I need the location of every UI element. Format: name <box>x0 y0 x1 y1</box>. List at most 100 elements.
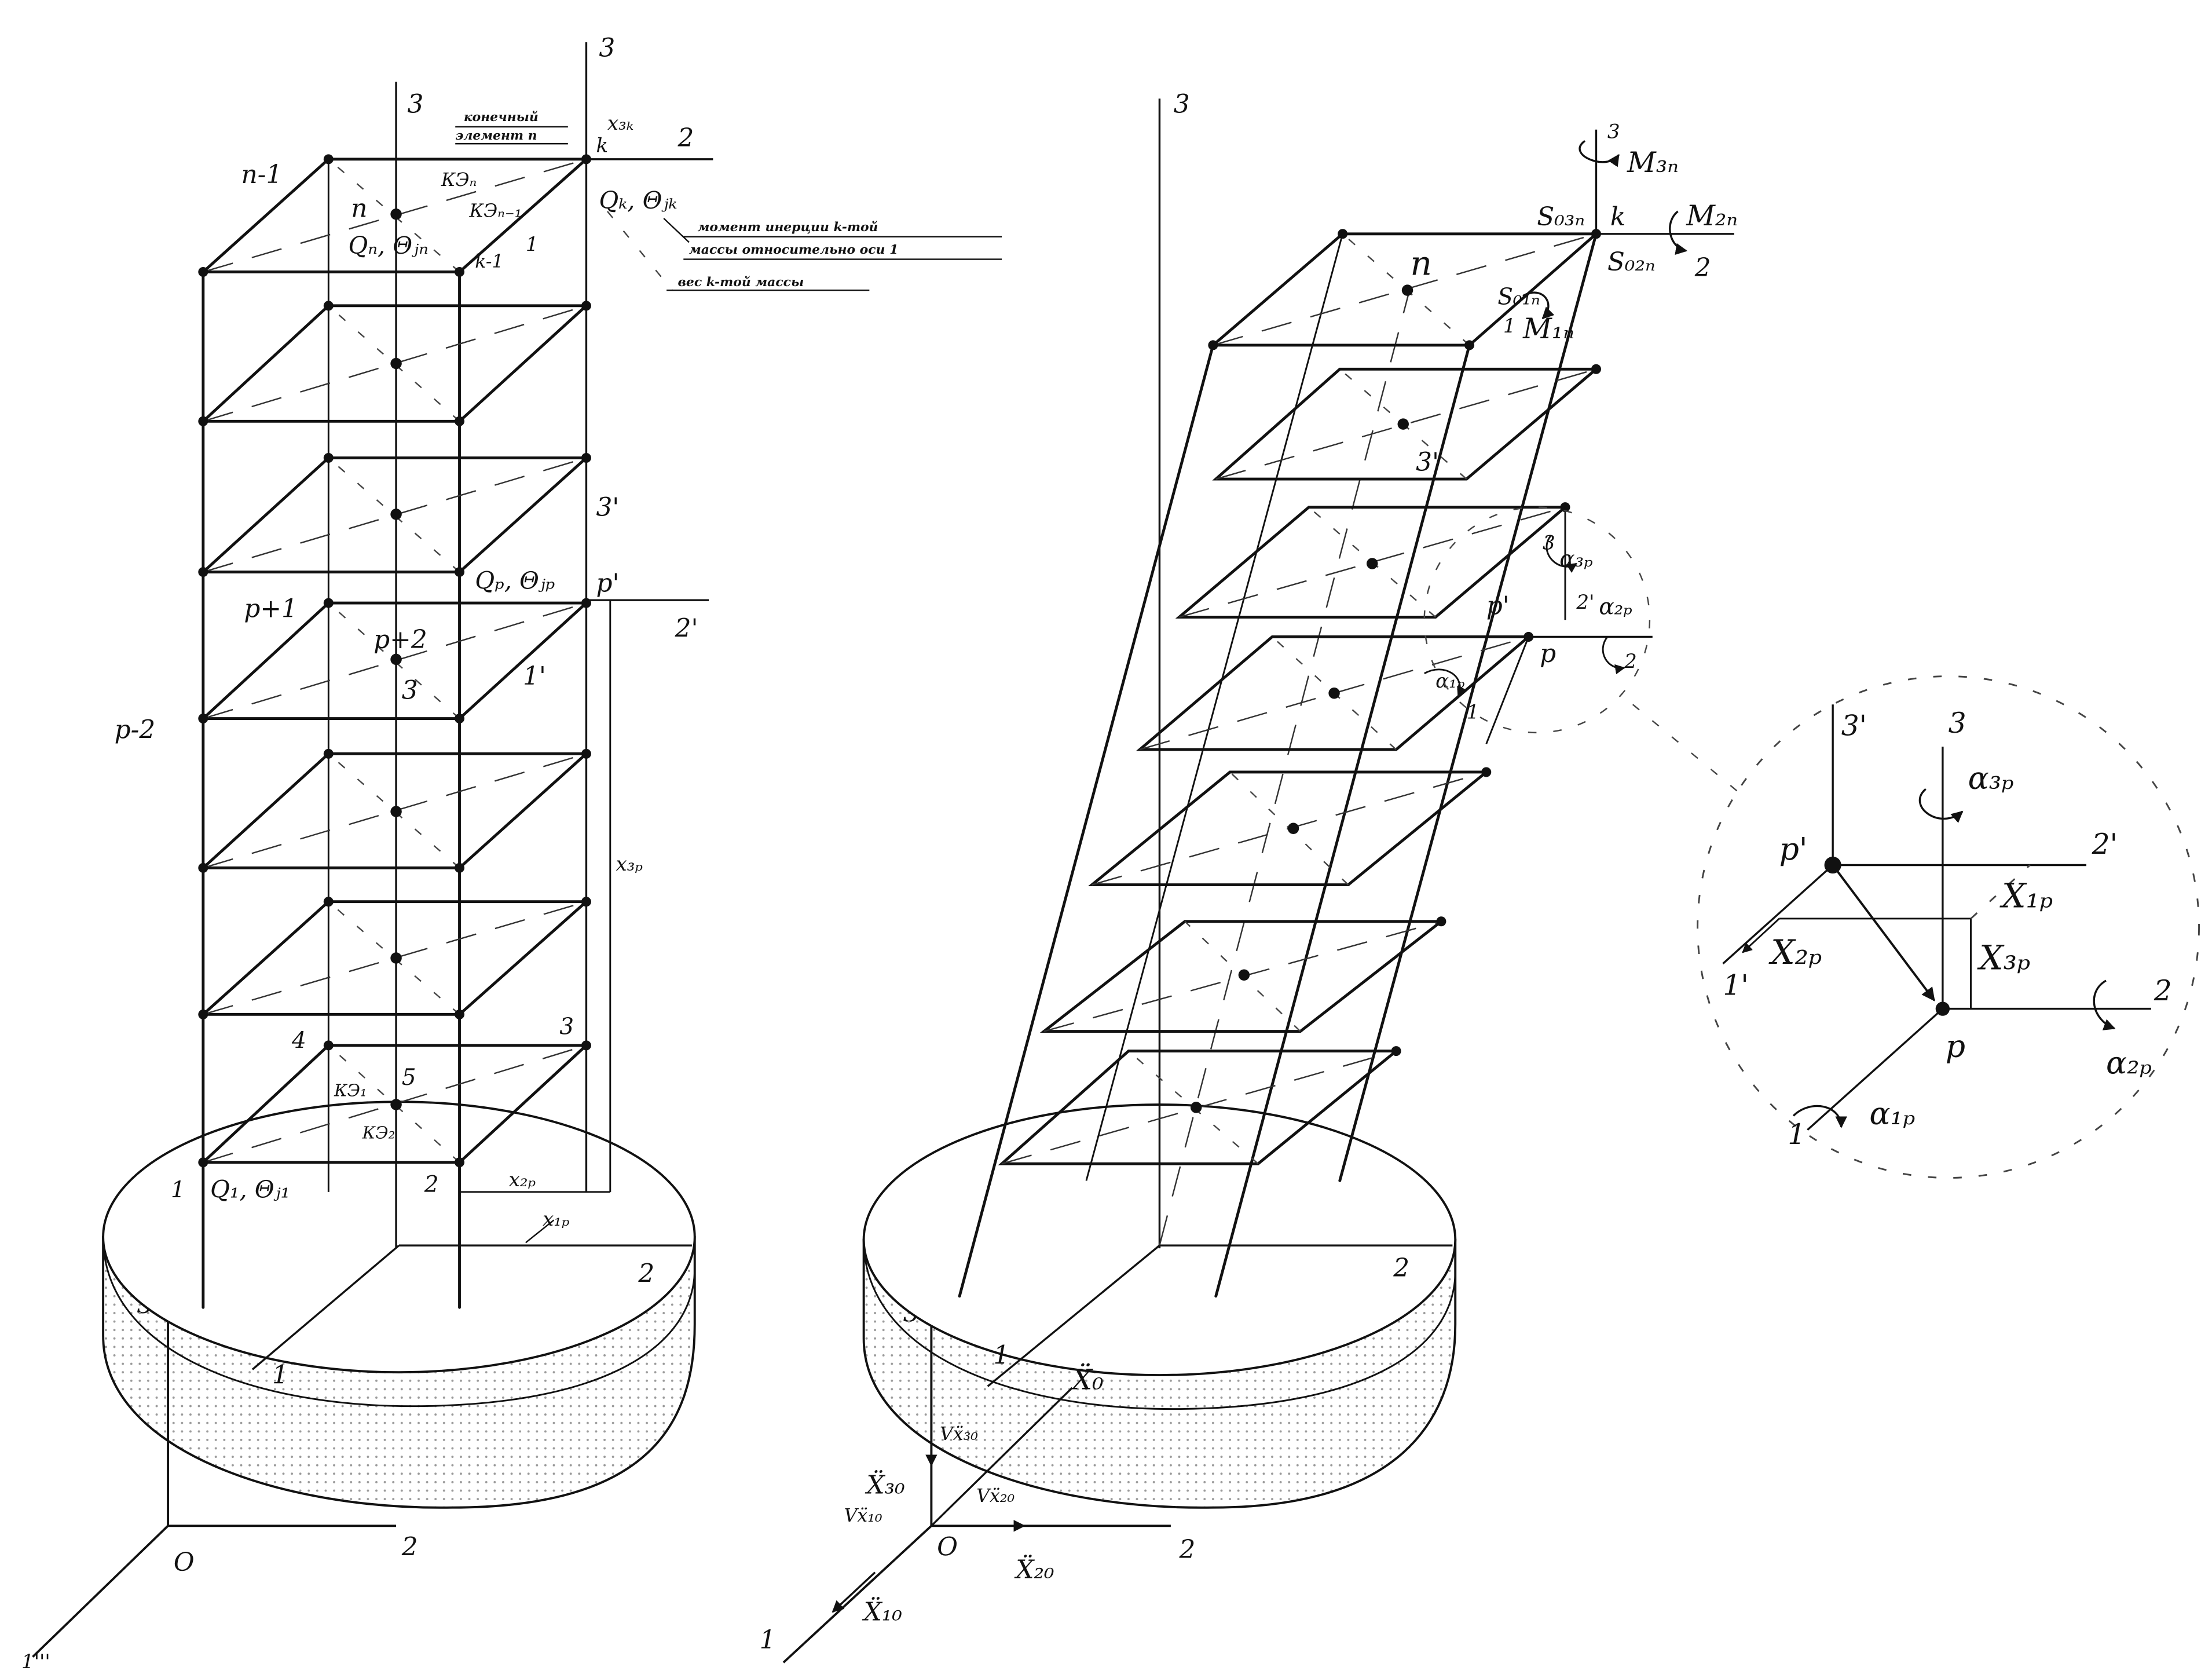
X3-acc-label: Ẍ₃₀ <box>865 1470 904 1500</box>
base-axis-1 <box>251 1244 400 1370</box>
X1-acc-label: Ẍ₁₀ <box>862 1597 902 1626</box>
right-figure: 3 O 2 1 2 1 3 <box>760 90 1749 1664</box>
ground-axis-2-label: 2 <box>401 1532 418 1562</box>
p-minus-2-label: p-2 <box>115 715 156 745</box>
axis-2-top-label: 2 <box>677 123 694 153</box>
tilted-nodes <box>1190 229 1601 1113</box>
note-element-line1: конечный <box>464 109 539 125</box>
ke2-label: КЭ₂ <box>362 1123 395 1142</box>
right-base-axis-1 <box>987 1244 1160 1387</box>
node-5-label: 5 <box>402 1065 416 1091</box>
ke-n1-label: КЭₙ₋₁ <box>469 201 522 222</box>
detail-axis-1-label: 1 <box>1788 1118 1806 1151</box>
moment-M1n-arrow <box>1522 291 1555 320</box>
Q1-label: Q₁, Θⱼ₁ <box>210 1176 290 1204</box>
detail-node-p <box>1935 1001 1950 1016</box>
note-weight: вес k-той массы <box>678 275 804 290</box>
Qp-label: Qₚ, Θⱼₚ <box>475 567 555 595</box>
M3n-label: M₃ₙ <box>1627 147 1679 179</box>
moment-M2n-arrow <box>1669 210 1688 255</box>
right-three-label: 3 <box>1607 120 1620 143</box>
detail-X2p-label: X₂ₚ <box>1768 933 1822 972</box>
left-figure: O 2 3 1''' 2 1 3 3 3' 2 2' <box>21 33 1002 1673</box>
V-X3-label: Vẍ₃₀ <box>940 1424 978 1445</box>
detail-axis-2-label: 2 <box>2154 975 2172 1007</box>
nodes <box>198 154 591 1168</box>
detail-axis-3-prime-label: 3' <box>1841 710 1867 743</box>
p-plus-2-label: p+2 <box>373 625 427 655</box>
detail-axis-3-label: 3 <box>1949 707 1966 740</box>
detail-axis-2-prime-label: 2' <box>2092 828 2118 861</box>
right-base-axis-2-label: 2 <box>1393 1253 1409 1283</box>
detail-p-label: p <box>1946 1028 1965 1064</box>
p-plus-1-label: p+1 <box>244 594 298 623</box>
M1n-label: M₁ₙ <box>1522 313 1574 345</box>
axis-1-prime-label: 1' <box>523 661 546 691</box>
right-axis-3-label: 3 <box>1174 90 1190 119</box>
tilted-column-front-right <box>1214 343 1471 1298</box>
V-X2-label: Vẍ₂₀ <box>976 1486 1015 1507</box>
foundation-top <box>102 1101 696 1374</box>
note-element-line2: элемент n <box>455 128 537 143</box>
right-two-label: 2 <box>1694 253 1711 283</box>
M2n-label: M₂ₙ <box>1686 200 1738 232</box>
axis-3-outer-label: 3 <box>599 33 615 63</box>
node-1-label: 1 <box>171 1178 185 1204</box>
base-axis-2-label: 2 <box>638 1259 654 1288</box>
right-two-p-label: 2 <box>1624 650 1637 673</box>
right-two-prime-label: 2' <box>1576 591 1594 614</box>
detail-X1p-label: X₁ₚ <box>1999 876 2053 915</box>
three-label: 3 <box>402 675 418 705</box>
ke1-label: КЭ₁ <box>334 1080 367 1100</box>
right-a2p-label: α₂ₚ <box>1599 594 1632 620</box>
p-prime-label: p' <box>596 569 619 598</box>
right-three-prime-label: 3' <box>1416 447 1439 477</box>
detail-circle <box>1697 675 2200 1179</box>
detail-a3p-label: α₃ₚ <box>1968 760 2014 796</box>
tilted-floor-slabs <box>998 232 1601 1165</box>
x1p-label: x₁ₚ <box>543 1208 569 1231</box>
right-p-label: p <box>1540 639 1556 668</box>
Qk-label: Qₖ, Θⱼₖ <box>599 187 677 214</box>
x1p-leader <box>525 1219 555 1244</box>
detail-node-p-prime <box>1824 856 1841 874</box>
ground-axis-1-label: 1''' <box>21 1650 50 1673</box>
base-axis-1-label: 1 <box>272 1361 288 1390</box>
note-inertia-line2: массы относительно оси 1 <box>689 242 898 257</box>
right-k-label: k <box>1610 202 1626 232</box>
node-k-label: k <box>596 134 608 158</box>
detail-axis-1-prime <box>1722 864 1834 965</box>
detail-X3p-label: X₃ₚ <box>1977 938 2030 977</box>
detail-a1p-label: α₁ₚ <box>1869 1095 1915 1132</box>
detail-p-prime-label: p' <box>1779 831 1808 867</box>
right-one-label: 1 <box>1503 315 1516 338</box>
magnifier-leader <box>1632 704 1749 801</box>
tilted-axis-3-prime <box>1159 287 1411 1246</box>
ke-n-label: КЭₙ <box>441 170 477 191</box>
right-foundation-rim <box>863 1240 1456 1410</box>
node-4-label: 4 <box>291 1028 306 1054</box>
right-base-axis-1-label: 1 <box>993 1341 1009 1370</box>
X2-acc-label: Ẍ₂₀ <box>1014 1555 1054 1584</box>
node-n-minus-1-label: n-1 <box>241 160 283 189</box>
right-three-p-label: 3 <box>1543 532 1555 555</box>
right-one-p-label: 1 <box>1467 701 1479 724</box>
x3k-label: x₃ₖ <box>607 112 633 135</box>
S01n-label: S₀₁ₙ <box>1497 284 1540 310</box>
axis-2-prime-label: 2' <box>675 613 698 643</box>
right-a3p-label: α₃ₚ <box>1559 546 1592 572</box>
detail-axis-1-prime-label: 1' <box>1723 969 1748 1001</box>
foundation-rim <box>102 1237 696 1408</box>
node-k-minus-1-label: k-1 <box>475 251 503 272</box>
one-label: 1 <box>526 233 539 256</box>
x3p-label: x₃ₚ <box>616 853 643 876</box>
axis-3-prime-label: 3' <box>596 492 619 522</box>
origin-label: O <box>174 1548 195 1577</box>
tilted-column-back-right <box>1338 232 1598 1182</box>
S02n-label: S₀₂ₙ <box>1607 247 1656 277</box>
detail-displacement-vector <box>1832 864 1935 1001</box>
ground-axis-1 <box>32 1525 169 1658</box>
X0-acc-label: Ẍ₀ <box>1070 1363 1104 1396</box>
right-ground-axis-1-label: 1 <box>760 1625 776 1655</box>
